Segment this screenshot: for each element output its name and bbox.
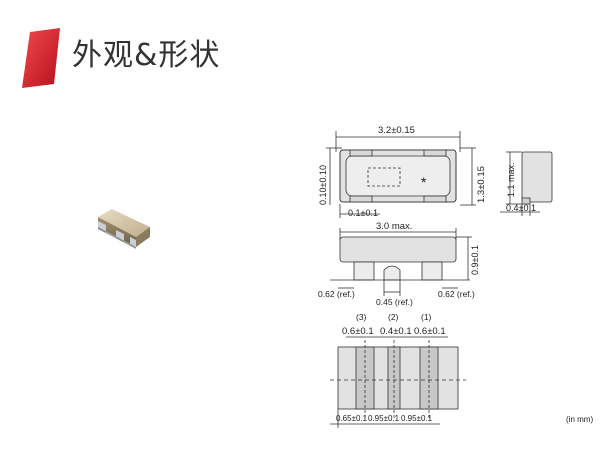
pin-label-2: (2) — [388, 312, 399, 322]
red-badge-icon — [22, 28, 60, 88]
bottom-dim-3: 0.95±0.1 — [401, 414, 433, 423]
side-pad-dim: 0.4±0.1 — [506, 203, 536, 213]
pad-width-1: 0.6±0.1 — [342, 326, 374, 337]
length-dim: 3.2±0.15 — [378, 125, 415, 136]
ref-mid-dim: 0.45 (ref.) — [376, 297, 413, 307]
pad-width-3: 0.6±0.1 — [414, 326, 446, 337]
height-max-dim: 1.1 max. — [506, 162, 516, 197]
bottom-dim-2: 0.95±0.1 — [368, 414, 400, 423]
component-photo — [98, 209, 150, 249]
bottom-dim-1: 0.65±0.1 — [336, 414, 368, 423]
body-max-dim: 3.0 max. — [376, 221, 412, 232]
unit-note: (in mm) — [566, 415, 593, 424]
ref-left-dim: 0.62 (ref.) — [318, 289, 355, 299]
pin-label-1: (1) — [421, 312, 432, 322]
dimension-drawing: * 3.2±0.15 0.10±0.10 1.3±0.15 0.1±0.1 1.… — [318, 125, 593, 428]
page-title: 外观&形状 — [72, 38, 221, 73]
marking-star: * — [421, 174, 427, 190]
pad-width-2: 0.4±0.1 — [380, 326, 412, 337]
pad-edge-dim: 0.1±0.1 — [348, 208, 378, 218]
height-top-dim: 0.10±0.10 — [318, 165, 328, 205]
side-height-dim: 0.9±0.1 — [470, 245, 480, 275]
pin-label-3: (3) — [356, 312, 367, 322]
width-dim: 1.3±0.15 — [476, 166, 487, 203]
ref-right-dim: 0.62 (ref.) — [438, 289, 475, 299]
page-header: 外观&形状 — [0, 0, 611, 100]
